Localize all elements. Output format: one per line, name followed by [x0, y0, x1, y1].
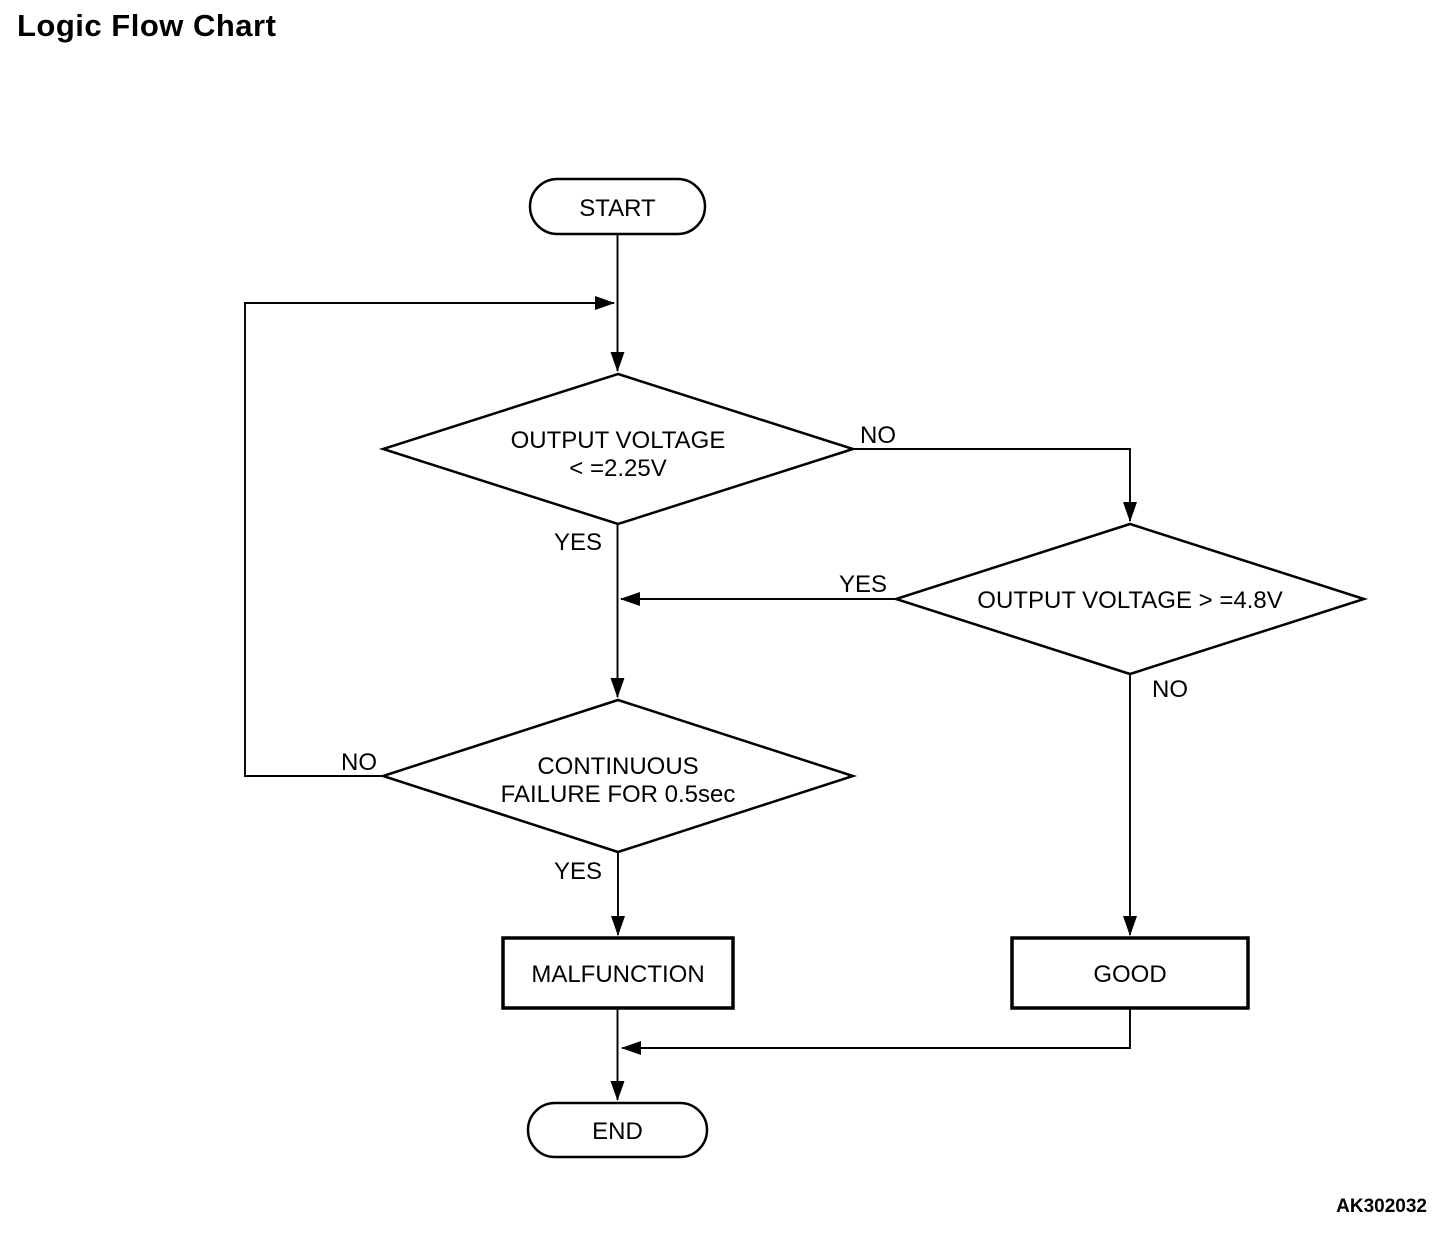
decision-output-voltage-low-label-line2: < =2.25V [569, 455, 666, 482]
decision-output-voltage-low-label-line1: OUTPUT VOLTAGE [511, 427, 726, 454]
decision-continuous-failure-label-line1: CONTINUOUS [537, 753, 698, 780]
edge-good-to-end-join [621, 1008, 1131, 1055]
label-voltage-high-no: NO [1152, 676, 1188, 703]
start-node-label: START [579, 195, 656, 222]
start-node-shape [528, 177, 707, 236]
end-node-label: END [592, 1118, 643, 1145]
malfunction-node-shape [501, 936, 735, 1010]
label-voltage-low-no: NO [860, 422, 896, 449]
edges [244, 234, 1137, 1101]
figure-code: AK302032 [1336, 1196, 1427, 1217]
edge-voltage-low-no-to-voltage-high-check [853, 448, 1137, 522]
label-voltage-high-yes: YES [839, 571, 887, 598]
label-continuous-failure-yes: YES [554, 858, 602, 885]
edge-labels: NO YES YES NO NO YES [341, 422, 1188, 885]
end-node-shape [526, 1101, 709, 1159]
label-voltage-low-yes: YES [554, 529, 602, 556]
good-node-label: GOOD [1093, 961, 1166, 988]
page-title: Logic Flow Chart [17, 8, 277, 43]
nodes: START OUTPUT VOLTAGE < =2.25V OUTPUT VOL… [378, 177, 1369, 1159]
good-node-shape [1010, 936, 1250, 1010]
edge-loopback-no-continuous-failure [244, 296, 615, 777]
decision-continuous-failure-label-line2: FAILURE FOR 0.5sec [501, 781, 736, 808]
decision-continuous-failure-shape [378, 698, 858, 854]
decision-output-voltage-high-shape [891, 522, 1369, 676]
malfunction-node-label: MALFUNCTION [531, 961, 704, 988]
decision-output-voltage-high-label: OUTPUT VOLTAGE > =4.8V [977, 587, 1282, 614]
decision-output-voltage-low-shape [378, 372, 858, 526]
label-continuous-failure-no: NO [341, 749, 377, 776]
